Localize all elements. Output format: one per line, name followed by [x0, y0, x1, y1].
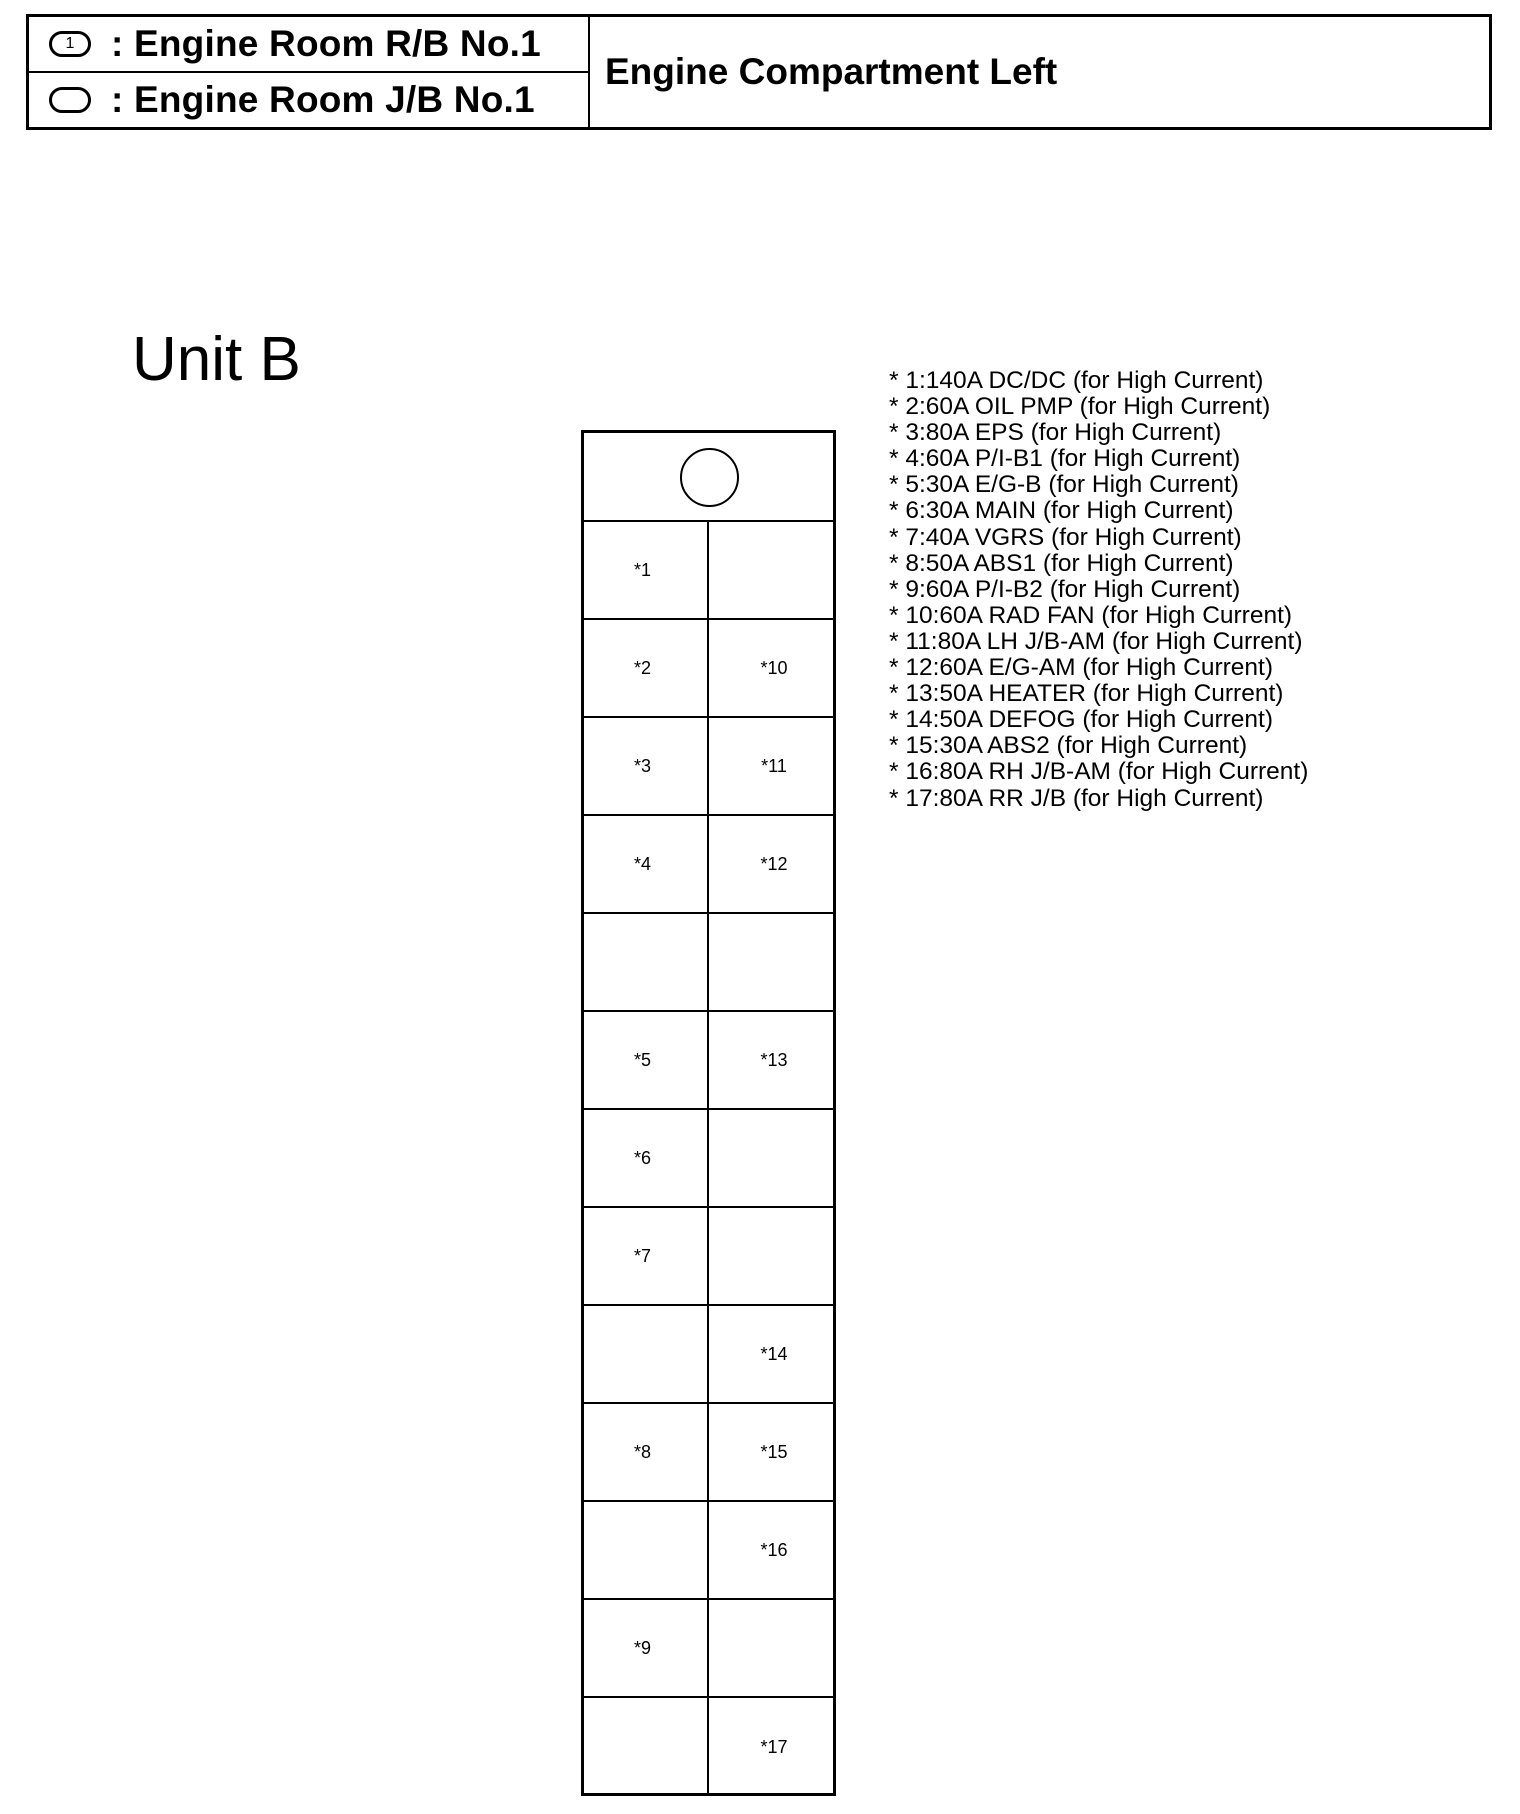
- header-table: 1 : Engine Room R/B No.1 : Engine Room J…: [26, 14, 1492, 130]
- fuse-slot-right: [709, 1110, 833, 1206]
- fuse-slot-left: [584, 1698, 709, 1796]
- fuse-legend-item: * 1:140A DC/DC (for High Current): [889, 367, 1264, 394]
- fuse-row: *16: [584, 1502, 833, 1600]
- fuse-legend-item: * 13:50A HEATER (for High Current): [889, 680, 1284, 708]
- fuse-box: *1*2 *10 *3 *11 *4 *12 *5 *13 *6*7 *14 *8 *15 *16 *9 *…: [581, 430, 836, 1796]
- fuse-legend-item: * 3:80A EPS (for High Current): [889, 419, 1222, 447]
- header-label-rb: : Engine Room R/B No.1: [111, 23, 541, 64]
- header-row-jb: : Engine Room J/B No.1: [29, 71, 588, 127]
- fuse-legend-item: * 8:50A ABS1 (for High Current): [889, 549, 1234, 577]
- fuse-slot-left: [584, 914, 709, 1010]
- header-location-cell: Engine Compartment Left: [590, 17, 1489, 127]
- fuse-slot-left: *8: [584, 1404, 709, 1500]
- fuse-slot-left: *2: [584, 620, 709, 716]
- fuse-row: [584, 914, 833, 1012]
- fuse-legend-item: * 9:60A P/I-B2 (for High Current): [889, 575, 1241, 603]
- fuse-row: *17: [584, 1698, 833, 1796]
- fuse-slot-left: *5: [584, 1012, 709, 1108]
- fuse-legend-item: * 14:50A DEFOG (for High Current): [889, 706, 1273, 734]
- fuse-box-top-cell: [584, 433, 833, 522]
- fuse-legend-item: * 16:80A RH J/B-AM (for High Current): [889, 758, 1309, 786]
- fuse-slot-right: [709, 522, 833, 618]
- fuse-row: *2 *10: [584, 620, 833, 718]
- fuse-slot-right: *16: [760, 1539, 788, 1560]
- fuse-legend-item: * 12:60A E/G-AM (for High Current): [889, 654, 1273, 682]
- fuse-row: *9: [584, 1600, 833, 1698]
- fuse-slot-right: [709, 914, 833, 1010]
- fuse-slot-right: [709, 1600, 833, 1696]
- fuse-row: *3 *11: [584, 718, 833, 816]
- header-row-rb: 1 : Engine Room R/B No.1: [29, 17, 588, 71]
- fuse-legend-item: * 17:80A RR J/B (for High Current): [889, 784, 1264, 812]
- fuse-slot-left: [584, 1502, 709, 1598]
- fuse-slot-right: *15: [760, 1441, 788, 1462]
- fuse-slot-right: *14: [760, 1343, 788, 1364]
- fuse-slot-left: *6: [584, 1110, 709, 1206]
- fuse-legend-item: * 2:60A OIL PMP (for High Current): [889, 393, 1271, 421]
- fuse-row: *6: [584, 1110, 833, 1208]
- fuse-slot-right: *13: [760, 1049, 788, 1070]
- location-label: Engine Compartment Left: [605, 51, 1058, 92]
- header-label-jb: : Engine Room J/B No.1: [111, 79, 535, 120]
- fuse-legend-item: * 7:40A VGRS (for High Current): [889, 523, 1242, 551]
- fuse-slot-right: *10: [760, 657, 788, 678]
- unit-title: Unit B: [132, 325, 301, 394]
- fuse-legend-list: * 1:140A DC/DC (for High Current)* 2:60A…: [889, 367, 1309, 812]
- fuse-grid: *1*2 *10 *3 *11 *4 *12 *5 *13 *6*7 *14 *8 *15 *16 *9 *…: [584, 522, 833, 1796]
- fuse-row: *14: [584, 1306, 833, 1404]
- fuse-slot-right: [709, 1208, 833, 1304]
- fuse-legend-item: * 4:60A P/I-B1 (for High Current): [889, 445, 1241, 473]
- fuse-slot-left: *9: [584, 1600, 709, 1696]
- numbered-oval-icon: 1: [49, 31, 91, 57]
- fuse-legend-item: * 5:30A E/G-B (for High Current): [889, 471, 1239, 499]
- fuse-slot-left: *4: [584, 816, 709, 912]
- fuse-slot-left: *7: [584, 1208, 709, 1304]
- fuse-row: *7: [584, 1208, 833, 1306]
- circle-icon: [680, 448, 739, 507]
- fuse-slot-left: [584, 1306, 709, 1402]
- fuse-row: *4 *12: [584, 816, 833, 914]
- blank-oval-icon: [49, 87, 91, 113]
- fuse-slot-left: *1: [584, 522, 709, 618]
- fuse-slot-right: *17: [760, 1736, 788, 1757]
- fuse-slot-right: *12: [760, 853, 788, 874]
- fuse-slot-left: *3: [584, 718, 709, 814]
- fuse-row: *8 *15: [584, 1404, 833, 1502]
- fuse-row: *5 *13: [584, 1012, 833, 1110]
- header-legend: 1 : Engine Room R/B No.1 : Engine Room J…: [29, 17, 590, 127]
- fuse-legend-item: * 11:80A LH J/B-AM (for High Current): [889, 627, 1303, 655]
- fuse-slot-right: *11: [761, 755, 787, 776]
- fuse-legend-item: * 15:30A ABS2 (for High Current): [889, 732, 1248, 760]
- fuse-legend-item: * 10:60A RAD FAN (for High Current): [889, 601, 1293, 629]
- fuse-legend-item: * 6:30A MAIN (for High Current): [889, 497, 1234, 525]
- fuse-row: *1: [584, 522, 833, 620]
